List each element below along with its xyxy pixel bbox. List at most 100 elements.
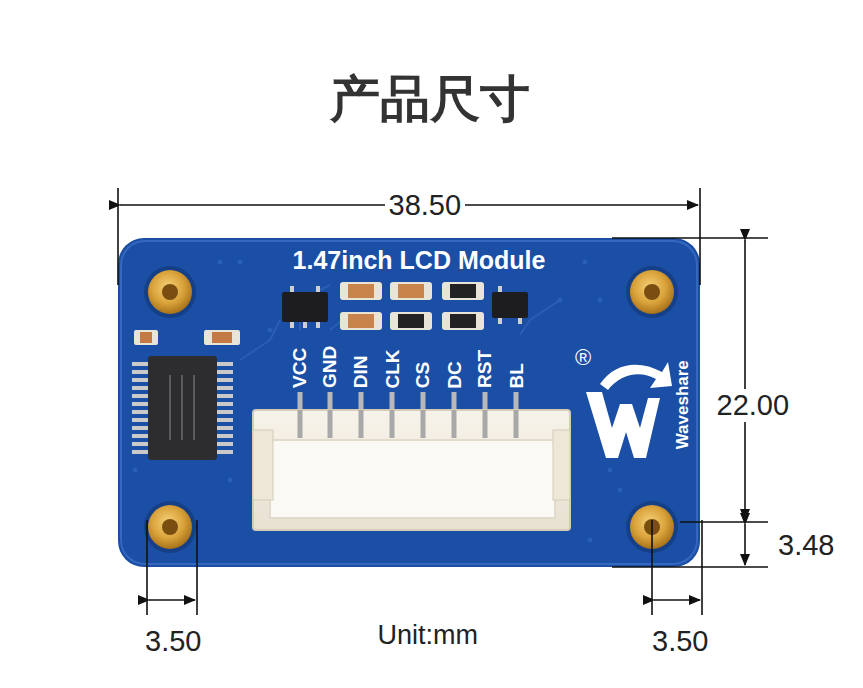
smd-components	[204, 330, 240, 345]
pin-header-connector	[359, 392, 364, 442]
pin-header-connector	[390, 392, 395, 442]
pin-header-connector	[328, 392, 333, 442]
level-shifter-chip	[132, 386, 150, 390]
mounting-hole	[144, 266, 678, 553]
pin-header-connector	[253, 430, 273, 500]
pcb-board	[133, 468, 138, 473]
pcb-board	[121, 241, 697, 564]
level-shifter-chip	[215, 370, 233, 374]
pin-name: GND	[319, 346, 341, 388]
level-shifter-chip	[215, 402, 233, 406]
mounting-hole	[148, 270, 192, 314]
dimension-lines	[149, 599, 195, 601]
dimension-lines	[612, 566, 768, 568]
dimension-value: 38.50	[385, 189, 466, 222]
mounting-hole	[630, 270, 674, 314]
level-shifter-chip	[132, 426, 150, 430]
level-shifter-chip	[132, 394, 150, 398]
brand-name: Waveshare	[672, 360, 692, 449]
pin-header-connector	[270, 440, 555, 518]
smd-components	[500, 286, 520, 324]
level-shifter-chip	[132, 410, 150, 414]
pcb-board	[583, 260, 588, 265]
level-shifter-chip	[169, 375, 171, 440]
mounting-hole	[626, 266, 678, 318]
dimension-lines	[612, 237, 768, 239]
mounting-hole	[162, 284, 178, 300]
smd-components	[518, 318, 522, 324]
smd-components	[340, 312, 382, 330]
dimension-value: 22.00	[713, 389, 794, 422]
dimension-lines	[196, 520, 198, 615]
smd-components	[498, 318, 502, 324]
pin-header-connector	[359, 410, 364, 438]
pin-header-connector	[514, 410, 519, 438]
pin-header-connector	[328, 410, 333, 438]
mounting-hole	[144, 266, 196, 318]
pin-header-connector	[300, 410, 516, 438]
pin-header-connector	[253, 410, 570, 530]
smd-components	[450, 284, 476, 298]
pin-header-connector	[298, 410, 303, 438]
level-shifter-chip	[132, 356, 233, 460]
page-title: 产品尺寸	[330, 71, 530, 129]
level-shifter-chip	[215, 386, 233, 390]
mounting-hole	[148, 505, 192, 549]
smd-components	[348, 314, 374, 328]
level-shifter-chip	[148, 356, 217, 460]
pin-name: CS	[412, 362, 434, 388]
dimension-lines	[651, 520, 653, 615]
dimension-value: 3.50	[141, 625, 205, 658]
pcb-board	[133, 260, 623, 543]
waveshare-logo	[586, 362, 672, 458]
pcb-board	[240, 285, 560, 360]
pin-header-connector	[253, 392, 570, 530]
pin-name: RST	[474, 350, 496, 388]
level-shifter-chip	[215, 418, 233, 422]
smd-components	[303, 322, 307, 328]
level-shifter-chip	[132, 418, 150, 422]
level-shifter-chip	[132, 364, 233, 452]
level-shifter-chip	[132, 442, 150, 446]
smd-components	[316, 286, 320, 292]
smd-components	[398, 284, 424, 298]
pcb-board	[240, 320, 280, 360]
smd-components	[442, 282, 484, 300]
level-shifter-chip	[215, 434, 233, 438]
level-shifter-chip	[132, 378, 150, 382]
smd-components	[282, 292, 328, 322]
pin-header-connector	[421, 392, 426, 442]
pcb-board	[598, 298, 603, 303]
pin-header-connector	[483, 392, 488, 442]
smd-components	[498, 286, 502, 292]
pin-name: DC	[443, 361, 465, 388]
level-shifter-chip	[215, 362, 233, 366]
pcb-board	[268, 328, 273, 333]
level-shifter-chip	[215, 450, 233, 454]
dimension-lines	[701, 520, 703, 615]
smd-components	[316, 322, 320, 328]
level-shifter-chip	[132, 370, 150, 374]
pcb-board	[618, 488, 623, 493]
dimension-lines	[146, 520, 148, 615]
smd-components	[290, 286, 294, 292]
smd-components	[348, 284, 374, 298]
dimension-value: 3.50	[648, 625, 712, 658]
level-shifter-chip	[215, 442, 233, 446]
pcb-board	[228, 478, 233, 483]
smd-components	[492, 292, 528, 318]
dimension-lines	[699, 188, 701, 285]
pcb-board	[118, 238, 700, 567]
level-shifter-chip	[215, 378, 233, 382]
level-shifter-chip	[132, 434, 150, 438]
level-shifter-chip	[132, 362, 150, 366]
pin-header-connector	[421, 410, 426, 438]
smd-components	[442, 312, 484, 330]
pin-name: BL	[505, 363, 527, 388]
pcb-board	[218, 260, 223, 265]
smd-components	[140, 332, 152, 343]
pin-header-connector	[452, 410, 457, 438]
mounting-hole	[644, 284, 660, 300]
smd-components	[450, 314, 476, 328]
pin-header-connector	[553, 430, 570, 500]
